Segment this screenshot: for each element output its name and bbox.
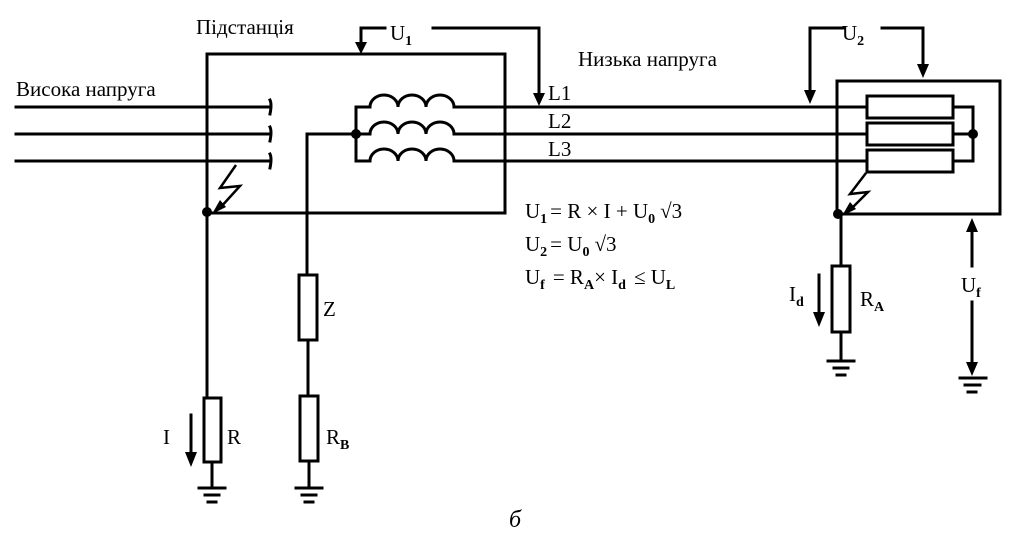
resistor-rb [298, 394, 320, 463]
resistor-r [202, 396, 223, 464]
high-voltage-lines [14, 97, 273, 170]
impedance-z [297, 273, 319, 342]
l3-label: L3 [548, 137, 571, 161]
load-fault-lightning-icon [842, 172, 872, 216]
load-resistor-1 [865, 94, 955, 120]
rb-label: RB [326, 425, 349, 453]
ra-label: RA [860, 287, 885, 315]
substation-label: Підстанція [196, 15, 294, 39]
load-star-node [968, 129, 978, 139]
id-current-arrow [813, 273, 825, 327]
figure-caption: б [509, 507, 522, 533]
load-resistor-2 [865, 121, 955, 147]
u1-measurement-arrow [355, 26, 545, 106]
ground-icon-r [197, 486, 227, 504]
switch-hook-3 [267, 151, 273, 170]
formula-u2: U2= U0√3 [525, 232, 616, 260]
u2-measurement-arrow [804, 26, 929, 104]
l1-label: L1 [548, 81, 571, 105]
l2-label: L2 [548, 109, 571, 133]
high-voltage-label: Висока напруга [16, 77, 156, 101]
low-voltage-lines [452, 105, 868, 163]
uf-measurement-arrow [966, 218, 978, 376]
ground-icon-ra [826, 359, 856, 377]
i-label: I [163, 425, 170, 449]
u2-label: U2 [842, 21, 864, 49]
formula-u1: U1= R × I + U0√3 [525, 199, 682, 227]
r-label: R [227, 425, 241, 449]
coil-2-icon [368, 120, 456, 136]
switch-hook-1 [267, 97, 273, 116]
z-label: Z [323, 297, 336, 321]
coil-1-icon [368, 93, 456, 109]
u1-label: U1 [390, 21, 412, 49]
fault-lightning-icon [212, 164, 244, 214]
ground-icon-uf [958, 376, 988, 394]
switch-hook-2 [267, 124, 273, 143]
load-enclosure [835, 79, 1002, 216]
uf-label: Uf [961, 273, 981, 301]
formula-uf: Uf= RA× Id≤ UL [525, 265, 675, 293]
neutral-conductor [305, 132, 358, 277]
low-voltage-label: Низька напруга [578, 47, 718, 71]
id-label: Id [789, 282, 804, 310]
load-resistor-3 [865, 148, 955, 174]
transformer-windings [351, 93, 456, 163]
ground-icon-rb [294, 486, 324, 504]
junction-node [202, 207, 212, 217]
coil-3-icon [368, 147, 456, 163]
i-current-arrow [185, 413, 197, 467]
resistor-ra [830, 264, 852, 334]
